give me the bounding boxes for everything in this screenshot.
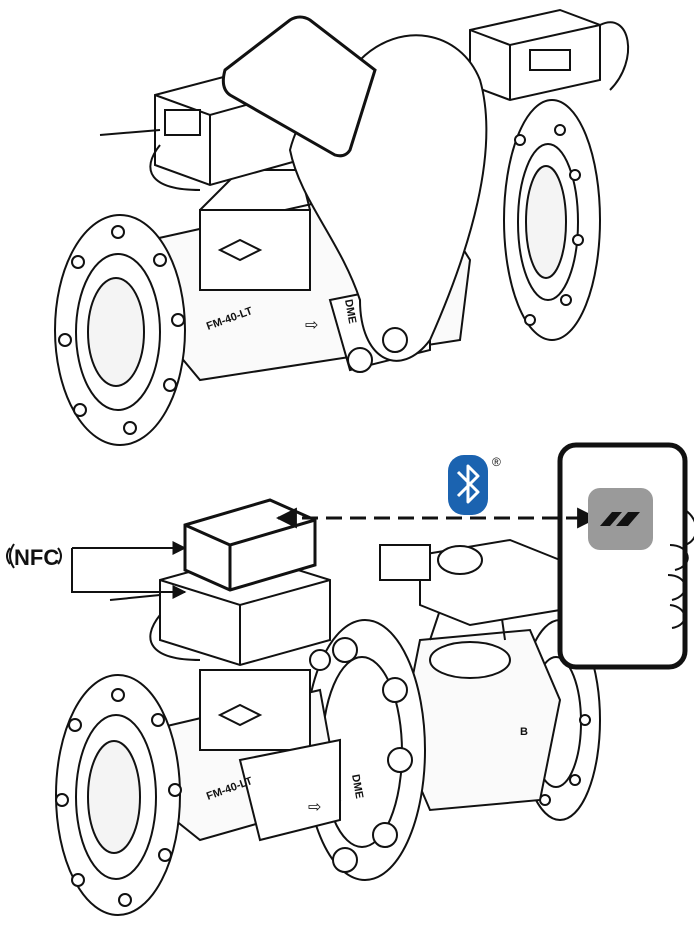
nfc-label: NFC [14, 545, 59, 570]
app-icon [588, 488, 653, 550]
nfc-pointers [71, 541, 187, 599]
top-right-actuator [469, 8, 630, 102]
top-left-flange [54, 214, 186, 446]
bottom-flowmeter-body [149, 669, 342, 842]
bottom-valve-mark: B [520, 726, 528, 738]
bottom-flow-arrow: ⇨ [308, 799, 321, 816]
bluetooth-registered-mark: ® [492, 455, 501, 469]
bottom-left-flange [55, 674, 182, 916]
nfc-icon [6, 543, 62, 569]
top-flow-arrow: ⇨ [305, 317, 318, 334]
top-brand-mark: DME [342, 298, 358, 324]
bottom-brand-mark: DME [349, 773, 365, 799]
bottom-smartphone [557, 442, 688, 670]
bottom-valve-actuator [379, 538, 561, 627]
top-smartphone [221, 15, 377, 158]
top-nuts [347, 327, 408, 373]
top-right-flange [503, 99, 601, 341]
bluetooth-icon [448, 455, 488, 515]
bottom-hand [667, 509, 694, 629]
bottom-ball-valve [398, 603, 562, 812]
top-scene [54, 8, 630, 446]
